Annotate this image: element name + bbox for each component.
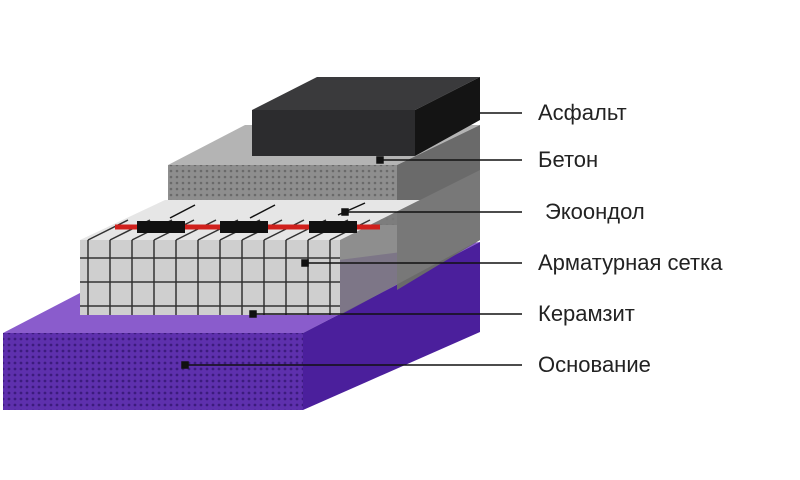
heater-film-segment — [309, 221, 357, 233]
base-side-face — [303, 242, 480, 410]
mesh-side-face — [340, 170, 480, 315]
leader-dot-ecoondol — [341, 208, 349, 216]
mesh-front-face — [80, 240, 340, 315]
asphalt-layer — [252, 77, 480, 156]
mesh-rod — [175, 219, 217, 241]
asphalt-top-face — [252, 77, 480, 110]
heater-lead-wire — [169, 204, 196, 219]
label-expanded-clay: Керамзит — [538, 301, 635, 326]
leader-lines — [181, 112, 522, 369]
leader-dot-expanded-clay — [249, 310, 257, 318]
asphalt-side-face — [415, 77, 480, 156]
label-asphalt: Асфальт — [538, 100, 627, 125]
label-rebar-mesh: Арматурная сетка — [538, 250, 723, 275]
leader-dot-base — [181, 361, 189, 369]
mesh-rod — [87, 219, 129, 241]
ecoondol-heater — [115, 202, 380, 233]
label-ecoondol: Экоондол — [545, 199, 645, 224]
leader-dot-concrete — [376, 156, 384, 164]
base-front-face — [3, 333, 303, 410]
asphalt-front-face — [252, 110, 415, 156]
heater-film-segment — [220, 221, 268, 233]
label-concrete: Бетон — [538, 147, 599, 172]
leader-dot-rebar-mesh — [301, 259, 309, 267]
mesh-rod — [263, 219, 305, 241]
heater-film-segment — [137, 221, 185, 233]
heater-lead-wire — [249, 204, 276, 219]
label-base: Основание — [538, 352, 651, 377]
